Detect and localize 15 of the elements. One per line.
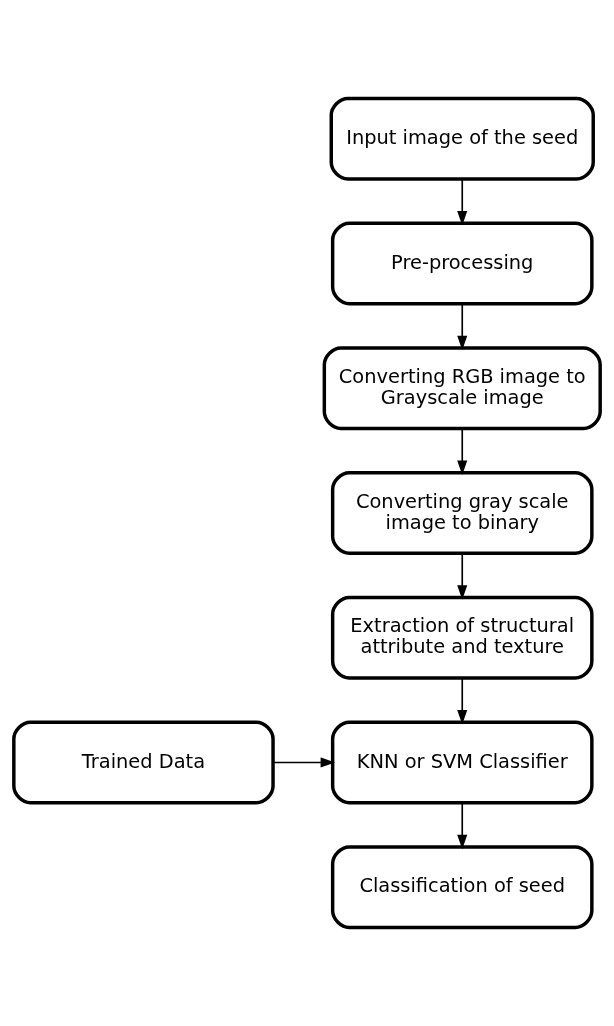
arrow bbox=[457, 428, 468, 475]
node-box: Converting RGB image to Grayscale image bbox=[322, 346, 602, 431]
arrow bbox=[457, 303, 468, 351]
arrow bbox=[272, 757, 336, 768]
node-box: KNN or SVM Classifier bbox=[330, 720, 594, 805]
arrow bbox=[457, 802, 468, 850]
arrow bbox=[457, 178, 468, 226]
node-box: Converting gray scale image to binary bbox=[330, 471, 594, 555]
arrow bbox=[457, 552, 468, 600]
node-box: Classification of seed bbox=[330, 845, 594, 930]
arrow bbox=[457, 677, 468, 725]
node-box: Extraction of structural attribute and texture bbox=[330, 595, 594, 680]
node-box: Input image of the seed bbox=[329, 96, 595, 181]
node-box: Trained Data bbox=[12, 720, 275, 805]
node-box: Pre-processing bbox=[330, 221, 594, 306]
